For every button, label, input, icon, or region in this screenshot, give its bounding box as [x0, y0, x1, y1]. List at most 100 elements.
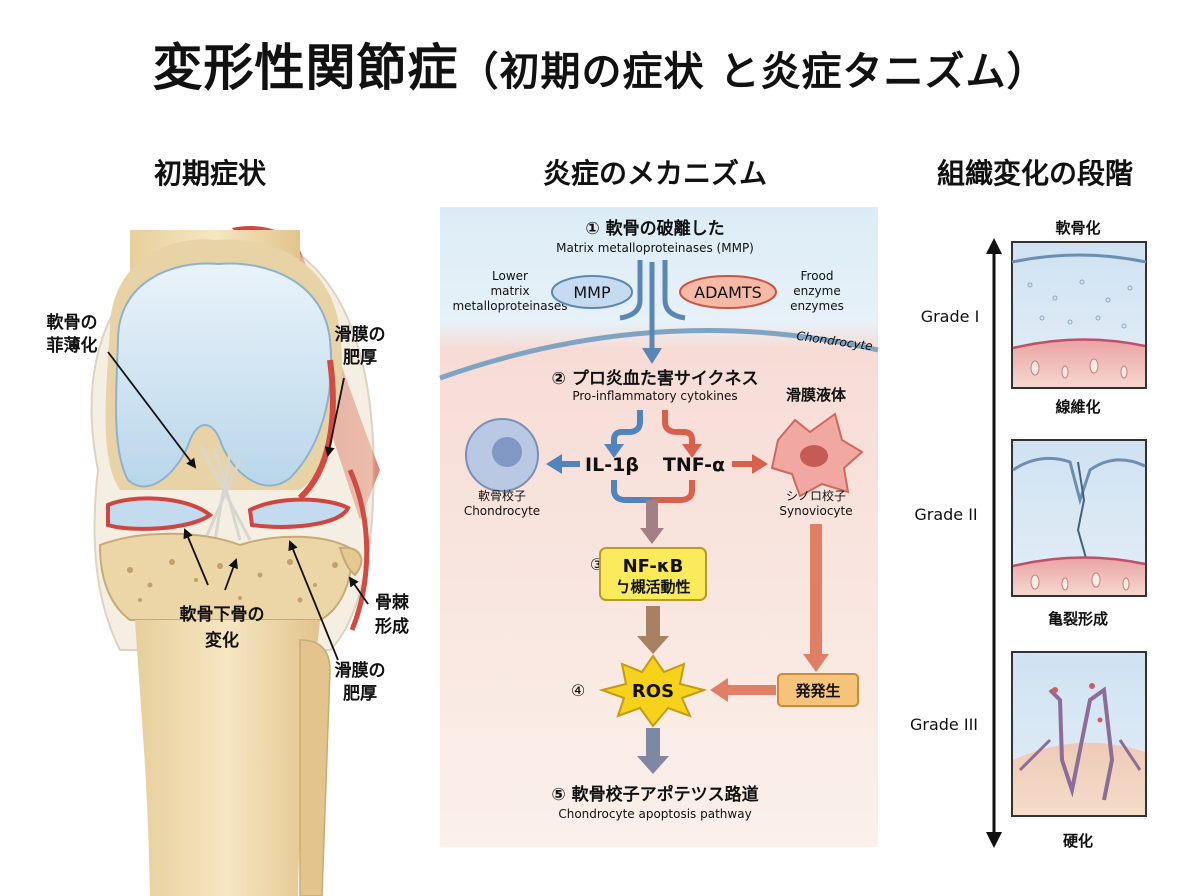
step1-subtitle: Matrix metalloproteinases (MMP) [556, 241, 754, 255]
split-arrow-left-head [604, 444, 624, 458]
lower-mmp-line1: Lower [492, 269, 528, 283]
label-synovium-top-2: 肥厚 [343, 348, 377, 368]
label-synovium-bottom-2: 肥厚 [343, 684, 377, 704]
synovial-fluid-label: 滑膜液体 [786, 386, 847, 404]
ros-label: ROS [632, 681, 674, 702]
column-title-symptoms: 初期症状 [153, 157, 266, 190]
hatsu-label: 発発生 [794, 682, 840, 700]
mmp-pill [551, 275, 633, 309]
stage1-bone-pores [1030, 358, 1128, 379]
stage2-fissure [1076, 461, 1087, 559]
label-synovium-top-1: 滑膜の [335, 324, 386, 345]
split-arrow-right-head [682, 444, 702, 458]
stage3-caption: 硬化 [1063, 832, 1093, 850]
cruciate-ligaments [198, 444, 252, 541]
stages-panel: 軟骨化 Grade I 線維化 Grade II 亀裂形成 [910, 219, 1147, 850]
split-arrow-left-line [611, 410, 643, 446]
chondrocyte-en-label: Chondrocyte [464, 504, 540, 518]
title-sub: （初期の症状 と炎症タニズム） [458, 49, 1048, 95]
merge-arrow-head [640, 528, 664, 544]
lower-mmp-line2: matrix [490, 284, 529, 298]
step5-title: ⑤ 軟骨校子アポテツス路道 [551, 784, 758, 805]
frood-line1: Frood [801, 269, 834, 283]
stage1-caption: 線維化 [1055, 398, 1100, 416]
stage3-cracks [1048, 686, 1115, 801]
stage2-caption: 亀裂形成 [1048, 610, 1108, 628]
synoviocyte-en-label: Synoviocyte [779, 504, 852, 518]
chondrocyte-jp-label: 軟骨校子 [478, 488, 526, 503]
grade2-label: Grade II [914, 505, 977, 524]
mmp-label: MMP [573, 283, 611, 302]
hatsu-box [777, 673, 859, 707]
synoviocyte-nucleus [800, 445, 828, 467]
tnfa-arrow-head [752, 454, 768, 474]
merge-arrow-left [611, 480, 655, 526]
stage2-tidemark [1012, 556, 1146, 568]
ros-apoptosis-arrow-stem [646, 728, 660, 758]
ros-burst [598, 654, 708, 728]
step5-subtitle: Chondrocyte apoptosis pathway [558, 807, 751, 821]
chondrocyte-nucleus [492, 437, 522, 467]
femoral-cartilage [115, 262, 333, 488]
label-osteophyte-1: 骨棘 [375, 592, 410, 613]
label-subchondral-1: 軟骨下骨の [180, 604, 265, 625]
step2-title: ② プロ炎血た害サイクネス [552, 368, 759, 389]
adamts-label: ADAMTS [694, 283, 762, 302]
stage2-deep-layer [1013, 557, 1145, 595]
title-main: 変形性関節症 [152, 39, 459, 97]
subchondral-spots [127, 559, 338, 603]
il1b-arrow-head [546, 454, 562, 474]
osteophyte [338, 546, 363, 577]
stage1-surface [1011, 253, 1147, 264]
meniscus-left [106, 496, 214, 531]
lower-mmp-line3: metalloproteinases [452, 299, 567, 313]
tnfa-label: TNF-α [663, 454, 725, 476]
synovial-lining-lower [347, 468, 370, 631]
synoviocyte-jp-label: シノロ校子 [786, 488, 846, 503]
stage2-bone-pores [1030, 572, 1130, 591]
nfkb-subtitle: ㄅ槻活動性 [615, 578, 690, 596]
grade3-label: Grade III [910, 715, 978, 734]
stage2-surface [1012, 456, 1146, 506]
synoviocyte-arrow-stem [810, 524, 822, 656]
stage3-lesions [1052, 683, 1103, 723]
label-cartilage-thinning-2: 菲薄化 [47, 335, 98, 356]
mechanism-panel: ① 軟骨の破離した Matrix metalloproteinases (MMP… [439, 207, 879, 847]
ros-apoptosis-arrow-head [637, 756, 669, 774]
nfkb-ros-arrow-stem [646, 606, 660, 638]
merge-arrow-right [652, 480, 695, 503]
synoviocyte-arrow-head [803, 654, 829, 672]
il1b-label: IL-1β [585, 454, 639, 476]
column-title-mechanism: 炎症のメカニズム [542, 157, 767, 190]
label-subchondral-2: 変化 [205, 630, 239, 651]
step1-inflow-lines [619, 260, 686, 348]
grade1-label: Grade I [921, 307, 980, 326]
label-osteophyte-2: 形成 [375, 616, 409, 637]
nfkb-ros-arrow-head [637, 636, 669, 654]
step2-subtitle: Pro-inflammatory cytokines [572, 389, 737, 403]
stage-top-label: 軟骨化 [1055, 219, 1100, 237]
progression-arrow-top [986, 238, 1002, 254]
merge-arrow-stem [646, 500, 658, 530]
step1-title: ① 軟骨の破離した [585, 218, 724, 239]
adamts-pill [679, 275, 777, 309]
chondrocyte-membrane [439, 328, 879, 381]
stage1-tidemark [1012, 338, 1146, 350]
frood-line2: enzyme [793, 284, 840, 298]
label-cartilage-thinning-1: 軟骨の [47, 312, 98, 333]
knee-callout-arrows [107, 351, 369, 661]
synovial-lining-upper [297, 359, 336, 501]
stage1-cells [1027, 279, 1133, 329]
page-title: 変形性関節症（初期の症状 と炎症タニズム） [0, 28, 1200, 100]
tibia-shaft [135, 620, 320, 896]
column-title-stages: 組織変化の段階 [936, 157, 1133, 190]
fibula [299, 639, 331, 896]
nfkb-title: NF-κB [623, 556, 684, 577]
label-synovium-bottom-1: 滑膜の [335, 660, 386, 681]
step1-arrow-down [642, 348, 662, 364]
hatsu-arrow-head [710, 678, 728, 702]
step4-number: ④ [571, 681, 585, 700]
stage1-deep-layer [1013, 339, 1145, 387]
split-arrow-right-line [662, 410, 695, 446]
